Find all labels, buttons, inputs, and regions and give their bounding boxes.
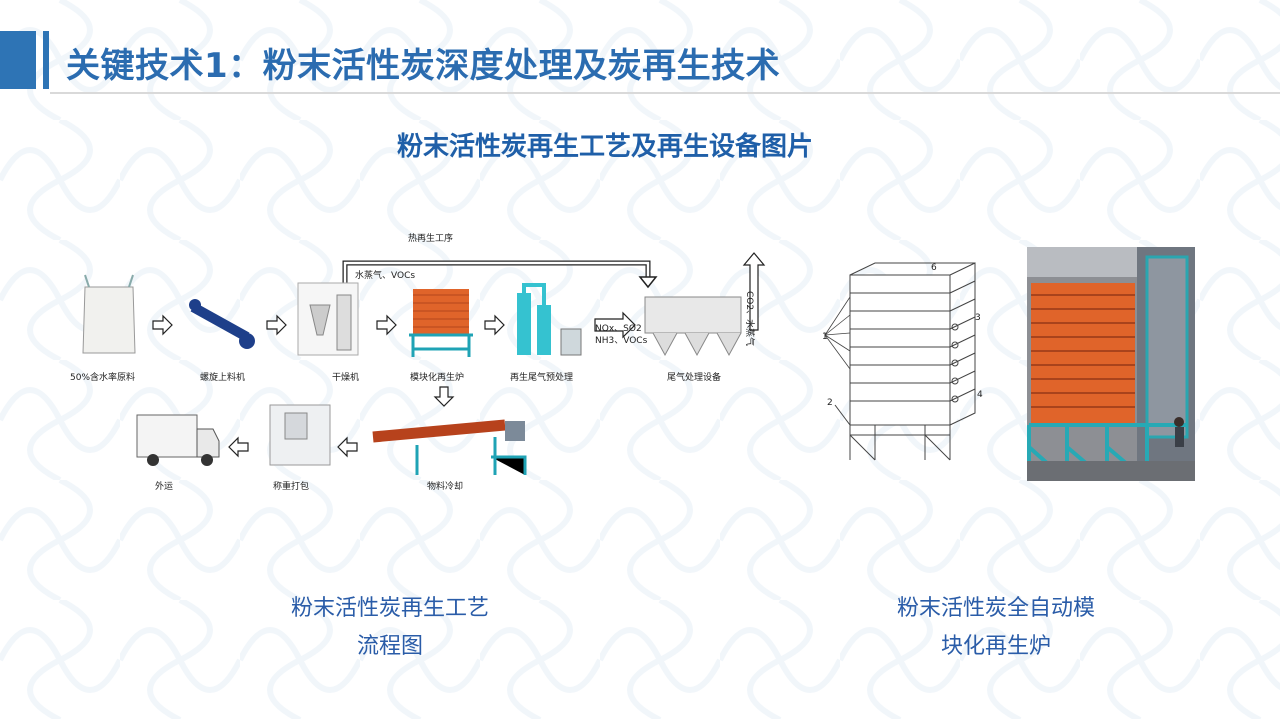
vapor-vocs-label: 水蒸气、VOCs	[355, 271, 416, 281]
right-caption: 粉末活性炭全自动模 块化再生炉	[846, 590, 1146, 666]
header-divider	[50, 92, 1280, 94]
co2-label: CO2、水蒸气	[744, 291, 754, 347]
gas-label-2: NH3、VOCs	[595, 336, 648, 346]
modular-furnace-icon	[409, 289, 473, 357]
truck-icon	[136, 414, 220, 466]
slide-header: 关键技术1：粉末活性炭深度处理及炭再生技术	[0, 28, 1280, 94]
step-cooling-label: 物料冷却	[427, 482, 464, 492]
right-caption-line2: 块化再生炉	[940, 634, 1051, 659]
bulk-bag-icon	[82, 274, 136, 354]
step-furnace-label: 模块化再生炉	[410, 373, 465, 383]
furnace-line-drawing	[824, 262, 976, 461]
section-subtitle: 粉末活性炭再生工艺及再生设备图片	[396, 132, 813, 162]
thermal-regeneration-label: 热再生工序	[408, 234, 454, 244]
left-caption: 粉末活性炭再生工艺 流程图	[240, 590, 540, 666]
gas-label-1: NOx、SO2	[595, 324, 642, 334]
process-flow-diagram: 热再生工序 水蒸气、VOCs NOx、SO2 NH3、VOCs CO2、水蒸气 …	[55, 225, 795, 525]
step-dryer-label: 干燥机	[332, 373, 360, 383]
step-raw-material-label: 50%含水率原料	[70, 373, 136, 383]
recycle-arrowhead	[638, 276, 658, 289]
flow-arrows	[152, 311, 636, 458]
dryer-icon	[297, 282, 359, 356]
flow-graphics	[82, 252, 766, 475]
drawing-label-1: 1	[822, 332, 828, 342]
screw-conveyor-icon	[189, 299, 255, 349]
step-pretreatment-label: 再生尾气预处理	[510, 373, 574, 383]
step-screw-feeder-label: 螺旋上料机	[200, 373, 246, 383]
packing-machine-icon	[269, 404, 331, 466]
step-packing-label: 称重打包	[273, 482, 310, 492]
header-accent-bar	[0, 31, 36, 89]
drawing-label-6: 6	[931, 263, 937, 273]
tail-gas-equipment-icon	[644, 296, 742, 357]
furnace-photo	[1027, 247, 1195, 481]
cooling-screw-icon	[372, 419, 527, 475]
step-tail-gas-label: 尾气处理设备	[667, 373, 722, 383]
left-caption-line2: 流程图	[356, 634, 423, 659]
pretreatment-unit-icon	[517, 283, 582, 356]
right-caption-line1: 粉末活性炭全自动模	[896, 596, 1095, 621]
header-accent-stripe	[43, 31, 49, 89]
drawing-label-2: 2	[827, 398, 833, 408]
slide-title: 关键技术1：粉末活性炭深度处理及炭再生技术	[66, 46, 781, 86]
step-shipping-label: 外运	[155, 482, 174, 492]
furnace-modules	[1031, 283, 1135, 423]
exhaust-arrow	[742, 252, 766, 331]
drawing-label-4: 4	[977, 390, 983, 400]
left-caption-line1: 粉末活性炭再生工艺	[290, 596, 489, 621]
drawing-label-3: 3	[975, 313, 981, 323]
